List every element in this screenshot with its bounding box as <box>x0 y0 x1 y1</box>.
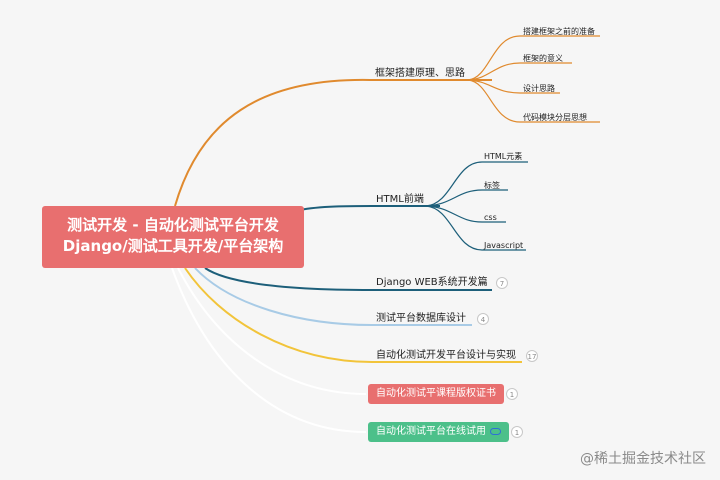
node-html[interactable]: HTML前端 <box>376 194 424 205</box>
node-online-label: 自动化测试平台在线试用 <box>376 426 486 437</box>
node-auto[interactable]: 自动化测试开发平台设计与实现 <box>376 350 516 361</box>
node-html-child-4[interactable]: Javascript <box>484 241 524 250</box>
node-db[interactable]: 测试平台数据库设计 <box>376 313 466 324</box>
edge-html-c4 <box>425 205 526 251</box>
edge-html-c3 <box>425 205 506 223</box>
root-title-line1: 测试开发 - 自动化测试平台开发 <box>67 216 279 234</box>
collapsed-count-badge[interactable]: 17 <box>526 350 538 362</box>
node-framework-child-2[interactable]: 框架的意义 <box>523 54 563 63</box>
edge-copyright <box>177 267 367 395</box>
collapsed-count-badge[interactable]: 4 <box>477 313 489 325</box>
collapsed-count-badge[interactable]: 1 <box>511 426 523 438</box>
root-title-line2: Django/测试工具开发/平台架构 <box>62 237 284 255</box>
edge-html-c1 <box>425 161 528 207</box>
node-html-child-3[interactable]: css <box>484 213 497 222</box>
node-html-child-1[interactable]: HTML元素 <box>484 152 523 161</box>
collapsed-count-badge[interactable]: 1 <box>506 388 518 400</box>
node-copyright-label: 自动化测试平课程版权证书 <box>376 388 496 399</box>
link-icon[interactable] <box>490 427 501 435</box>
node-framework[interactable]: 框架搭建原理、思路 <box>375 68 465 79</box>
edge-html-c2 <box>425 189 508 207</box>
node-copyright[interactable]: 自动化测试平课程版权证书 <box>368 384 504 404</box>
edge-framework <box>174 78 492 207</box>
node-framework-child-4[interactable]: 代码模块分层思想 <box>523 113 587 122</box>
node-html-child-2[interactable]: 标签 <box>484 181 500 190</box>
node-online[interactable]: 自动化测试平台在线试用 <box>368 422 509 442</box>
edge-framework-c2 <box>467 62 572 81</box>
node-django[interactable]: Django WEB系统开发篇 <box>376 277 488 288</box>
collapsed-count-badge[interactable]: 7 <box>496 277 508 289</box>
watermark: @稀土掘金技术社区 <box>580 451 706 467</box>
edge-framework-c3 <box>467 79 560 94</box>
edge-html <box>299 205 440 211</box>
node-framework-child-3[interactable]: 设计思路 <box>523 84 555 93</box>
node-framework-child-1[interactable]: 搭建框架之前的准备 <box>523 27 595 36</box>
edge-framework-c1 <box>467 35 600 81</box>
edge-online <box>171 267 367 433</box>
edge-db <box>194 267 472 326</box>
edge-django <box>204 267 492 291</box>
edge-auto <box>184 267 522 363</box>
edge-framework-c4 <box>467 79 600 123</box>
root-node[interactable]: 测试开发 - 自动化测试平台开发 Django/测试工具开发/平台架构 <box>42 206 304 268</box>
